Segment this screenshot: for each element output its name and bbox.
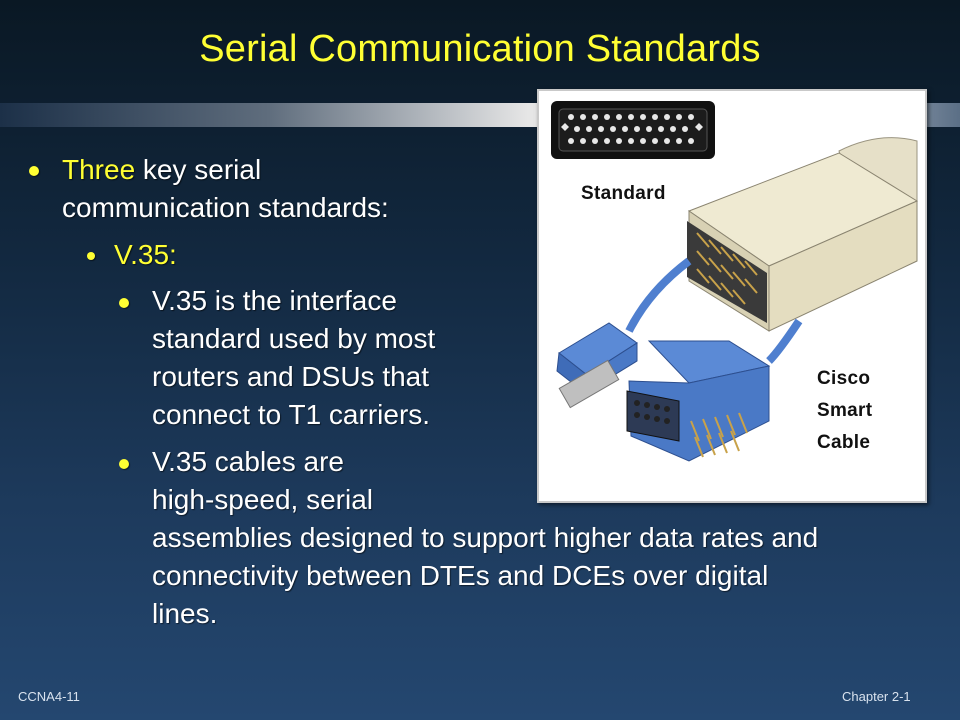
footer-course-code: CCNA4-11: [18, 689, 80, 704]
bullet-level1-line2: communication standards:: [62, 192, 389, 223]
figure-label-smart: Smart: [817, 400, 873, 421]
bullet-level3-a-line2: standard used by most: [152, 323, 436, 354]
bullet-level1-line1-rest: key serial: [135, 154, 262, 185]
bullet-level2-v35: V.35:: [114, 239, 177, 270]
bullet-dot-level3-b: [119, 459, 129, 469]
bullet-level3-b-line1: V.35 cables are: [152, 446, 344, 477]
bullet-dot-level3-a: [119, 298, 129, 308]
figure-label-cable: Cable: [817, 432, 871, 453]
figure-label-cisco: Cisco: [817, 368, 871, 389]
footer-chapter: Chapter 2-1: [842, 689, 911, 704]
bullet-level3-a-line4: connect to T1 carriers.: [152, 399, 431, 430]
bullet-dot-level1: [29, 166, 39, 176]
bullet-highlight-three: Three: [62, 154, 136, 185]
figure-label-standard: Standard: [581, 183, 666, 204]
bullet-level1-line1: Three key serial: [62, 152, 261, 188]
bullet-level3-b-line3: assemblies designed to support higher da…: [152, 522, 819, 553]
bullet-level3-b-line5: lines.: [152, 598, 218, 629]
bullet-dot-level2: [87, 252, 95, 260]
bullet-level3-b-line2: high-speed, serial: [152, 484, 374, 515]
bullet-level3-b-line4: connectivity between DTEs and DCEs over …: [152, 560, 769, 591]
v35-cable-illustration: [551, 101, 919, 462]
slide-title: Serial Communication Standards: [199, 28, 761, 70]
bullet-level3-a-line1: V.35 is the interface: [152, 285, 397, 316]
v35-cable-image: Standard Cisco Smart Cable: [537, 89, 927, 503]
bullet-level3-a-line3: routers and DSUs that: [152, 361, 430, 392]
